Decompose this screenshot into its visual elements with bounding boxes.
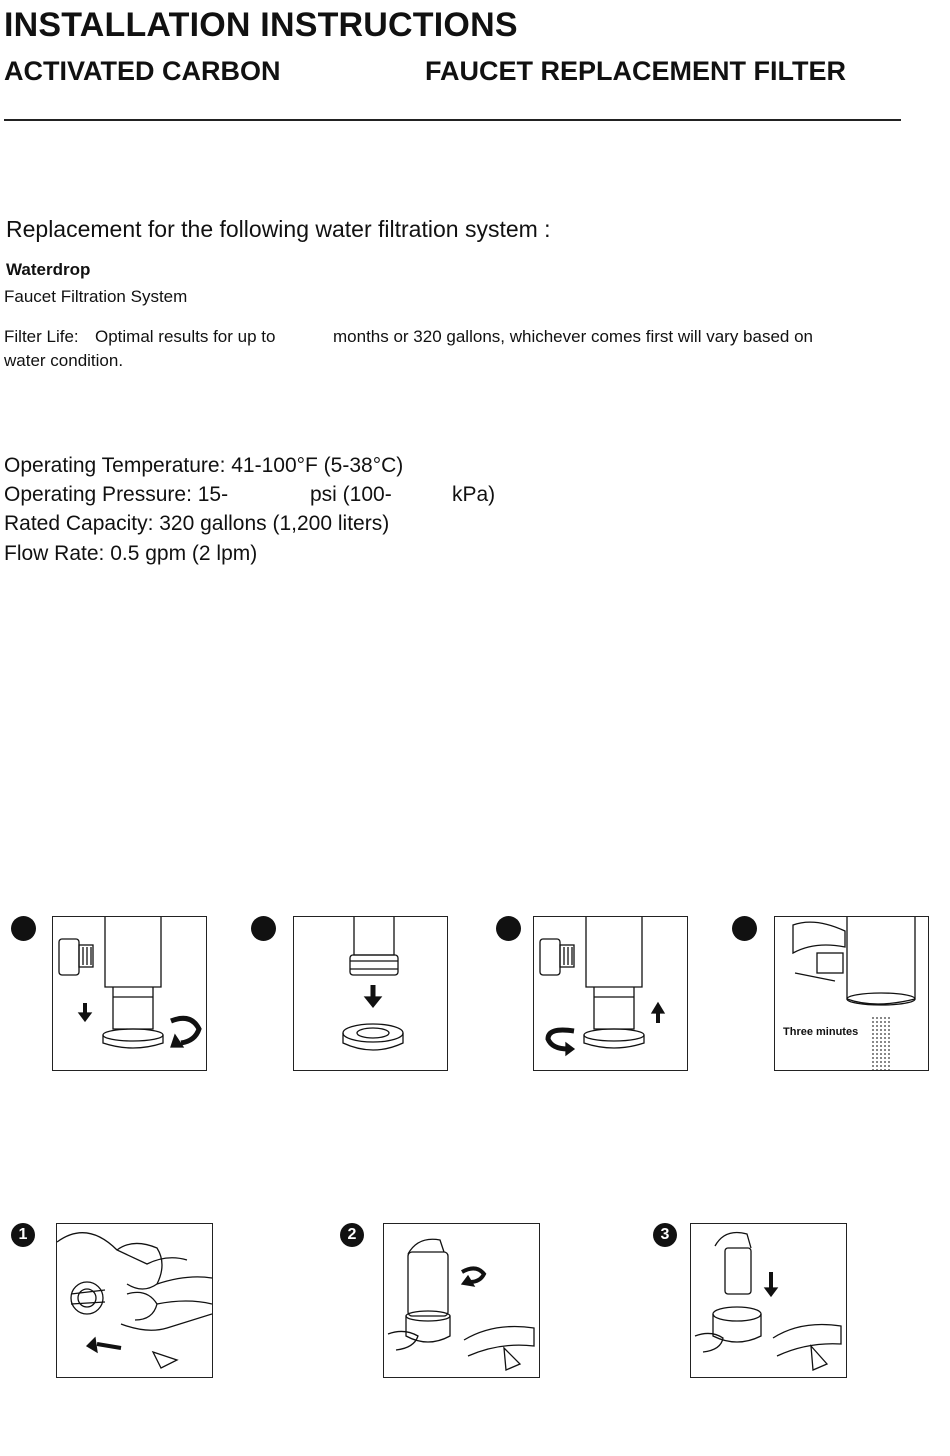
step-marker-3 bbox=[496, 916, 521, 941]
filter-insert-illustration bbox=[342, 917, 404, 1051]
header-divider bbox=[4, 119, 901, 121]
filter-life-text-b: months or 320 gallons, whichever comes f… bbox=[333, 327, 813, 346]
step-illustration-insert-filter bbox=[293, 916, 448, 1071]
step-illustration-tighten-housing bbox=[533, 916, 688, 1071]
hand-install-filter-illustration bbox=[387, 1238, 535, 1371]
spec-pressure-b: psi (100- bbox=[310, 483, 392, 506]
filter-life-text-a: Optimal results for up to bbox=[95, 327, 276, 346]
subtitle-activated-carbon: ACTIVATED CARBON bbox=[4, 56, 281, 86]
step-illustration-remove-housing bbox=[52, 916, 207, 1071]
brand-name: Waterdrop bbox=[6, 260, 91, 279]
step-illustration-flush-water: Three minutes bbox=[774, 916, 929, 1071]
bottom-step-number-2: 2 bbox=[340, 1223, 364, 1247]
step-marker-4 bbox=[732, 916, 757, 941]
bottom-step-illustration-attach-adapter bbox=[56, 1223, 213, 1378]
bottom-step-number-3: 3 bbox=[653, 1223, 677, 1247]
spec-pressure-a: Operating Pressure: 15- bbox=[4, 483, 229, 506]
filter-life-label: Filter Life: bbox=[4, 327, 79, 346]
bottom-step-illustration-insert-cartridge bbox=[690, 1223, 847, 1378]
bottom-step-illustration-install-filter bbox=[383, 1223, 540, 1378]
spec-flow-rate: Flow Rate: 0.5 gpm (2 lpm) bbox=[4, 542, 258, 565]
replacement-heading: Replacement for the following water filt… bbox=[6, 216, 551, 242]
spec-pressure-c: kPa) bbox=[452, 483, 496, 506]
spec-temperature: Operating Temperature: 41-100°F (5-38°C) bbox=[4, 454, 404, 477]
flush-duration-caption: Three minutes bbox=[783, 1026, 859, 1038]
step-marker-1 bbox=[11, 916, 36, 941]
filter-life-text-c: water condition. bbox=[4, 351, 124, 370]
hand-attach-adapter-illustration bbox=[57, 1232, 212, 1369]
faucet-flush-illustration bbox=[792, 917, 916, 1070]
step-marker-2 bbox=[251, 916, 276, 941]
filter-housing-unscrew-illustration bbox=[58, 917, 202, 1049]
page-title: INSTALLATION INSTRUCTIONS bbox=[4, 6, 518, 44]
filter-housing-tighten-illustration bbox=[539, 917, 666, 1057]
bottom-step-number-1: 1 bbox=[11, 1223, 35, 1247]
subtitle-faucet-filter: FAUCET REPLACEMENT FILTER bbox=[425, 56, 846, 86]
system-name: Faucet Filtration System bbox=[4, 287, 188, 306]
spec-capacity: Rated Capacity: 320 gallons (1,200 liter… bbox=[4, 512, 390, 535]
hand-insert-cartridge-illustration bbox=[694, 1231, 842, 1371]
